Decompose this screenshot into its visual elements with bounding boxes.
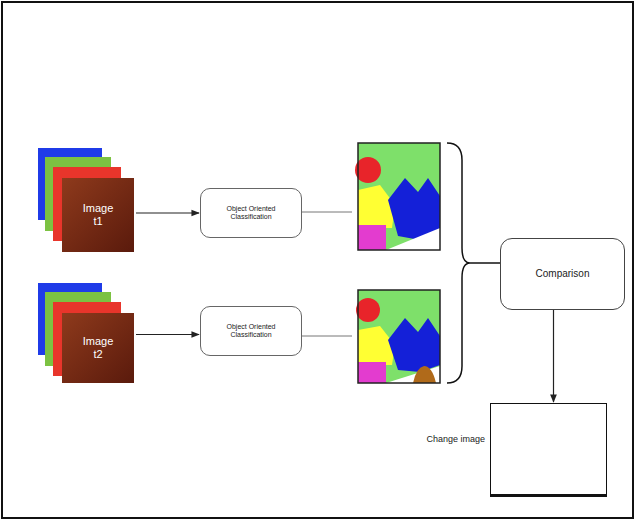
node-text: Image t1: [78, 202, 118, 227]
brace: [447, 143, 470, 383]
classified-map: [355, 143, 440, 250]
arrow-connector: [553, 310, 554, 402]
classified-map: [356, 290, 440, 383]
node-text: Comparison: [536, 268, 590, 280]
node-label: Change image: [426, 434, 485, 444]
process-box: Object Oriented Classification: [200, 306, 302, 356]
leader-line: [470, 262, 500, 264]
arrow-connector: [136, 212, 199, 213]
arrow-connector: [136, 334, 199, 335]
change-image: Change image: [490, 403, 607, 497]
image-stack: Image t1: [62, 178, 134, 252]
process-box: Object Oriented Classification: [200, 188, 302, 238]
leader-line: [300, 212, 352, 213]
process-box: Comparison: [500, 238, 625, 310]
image-stack: Image t2: [62, 313, 134, 383]
node-text: Object Oriented Classification: [205, 205, 297, 221]
leader-line: [300, 336, 352, 337]
node-text: Image t2: [78, 335, 118, 360]
node-text: Object Oriented Classification: [205, 323, 297, 339]
